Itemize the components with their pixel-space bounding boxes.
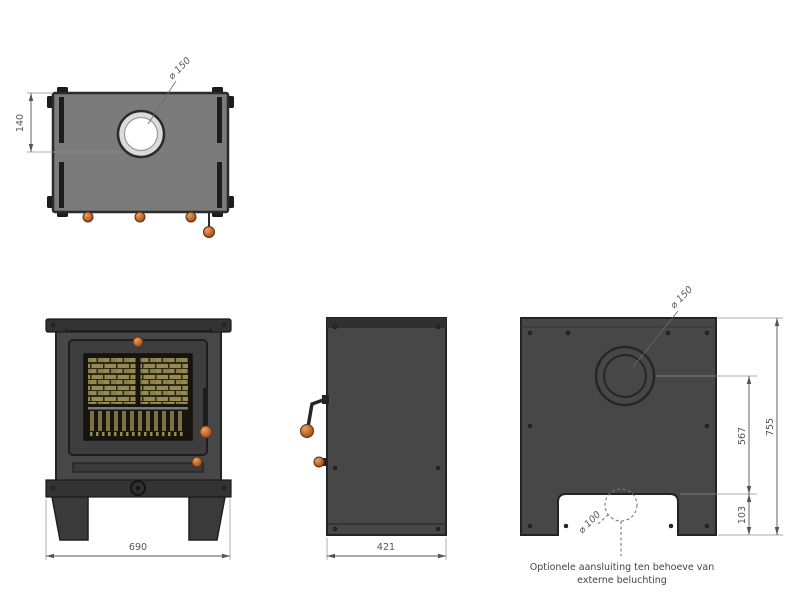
door-handle-knob bbox=[199, 425, 213, 439]
dim-side-421-label: 421 bbox=[377, 542, 395, 553]
dim-back-103: 103 bbox=[737, 494, 752, 535]
side-handle bbox=[300, 395, 329, 468]
ash-lip-knob bbox=[191, 456, 203, 468]
dim-back-flue-label: ⌀ 150 bbox=[668, 284, 695, 311]
dim-back-755-label: 755 bbox=[765, 418, 776, 436]
front-emblem bbox=[130, 480, 146, 496]
dim-top-140-label: 140 bbox=[15, 114, 26, 132]
side-lower-knob bbox=[313, 456, 325, 468]
door-hinge-knob bbox=[132, 336, 144, 348]
front-leg-right bbox=[188, 496, 226, 541]
side-top-strip bbox=[327, 318, 446, 328]
flue-outlet-back bbox=[594, 345, 656, 407]
side-screws bbox=[332, 324, 441, 532]
dim-back-755: 755 bbox=[718, 317, 783, 536]
front-top-plate bbox=[45, 318, 232, 333]
front-leg-left bbox=[51, 496, 89, 541]
top-view-knobs bbox=[82, 211, 215, 238]
side-handle-ball bbox=[300, 424, 314, 438]
top-view: 140 ⌀ 150 bbox=[15, 55, 234, 238]
side-body bbox=[326, 317, 447, 536]
dim-side-421: 421 bbox=[326, 538, 447, 560]
dim-back-103-label: 103 bbox=[737, 506, 748, 524]
dim-front-690: 690 bbox=[45, 499, 231, 560]
vent-note: Optionele aansluiting ten behoeve van ex… bbox=[530, 562, 715, 586]
door-glass bbox=[88, 358, 188, 436]
side-view: 421 bbox=[300, 317, 447, 560]
dim-top-140: 140 bbox=[15, 92, 124, 153]
top-view-side-rails bbox=[59, 97, 222, 208]
door-handle-bar bbox=[203, 388, 207, 432]
vent-connection: ⌀ 100 bbox=[576, 488, 638, 556]
back-view: ⌀ 150 ⌀ 100 567 103 755 Optionele a bbox=[520, 284, 783, 586]
dim-back-567-label: 567 bbox=[737, 427, 748, 445]
back-body bbox=[520, 317, 717, 536]
vent-note-line1: Optionele aansluiting ten behoeve van bbox=[530, 562, 715, 573]
dim-top-flue-label: ⌀ 150 bbox=[166, 55, 193, 82]
ash-lip bbox=[72, 462, 204, 473]
dim-front-690-label: 690 bbox=[129, 542, 147, 553]
front-top-rail bbox=[65, 327, 212, 332]
dim-back-567: 567 bbox=[656, 375, 757, 495]
flue-outlet-top bbox=[116, 109, 166, 159]
vent-note-line2: externe beluchting bbox=[577, 575, 667, 586]
front-view: 690 bbox=[45, 318, 232, 560]
back-screws bbox=[527, 330, 710, 529]
front-screws bbox=[50, 322, 227, 491]
